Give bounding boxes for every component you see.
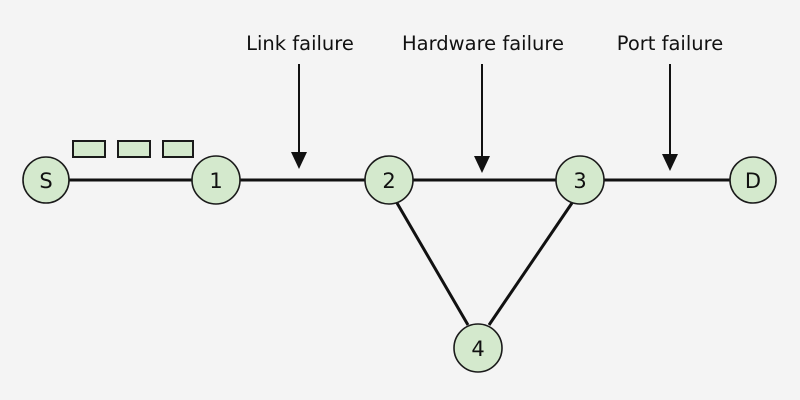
node-circle: [729, 156, 777, 204]
node-3[interactable]: 3: [555, 155, 605, 205]
node-circle: [22, 156, 70, 204]
annotation-link-failure: Link failure: [246, 32, 354, 169]
node-circle: [364, 155, 414, 205]
node-D[interactable]: D: [729, 156, 777, 204]
node-S[interactable]: S: [22, 156, 70, 204]
edge-3-4: [487, 202, 574, 326]
node-circle: [453, 323, 503, 373]
annotation-label: Hardware failure: [402, 32, 564, 55]
annotation-label: Port failure: [617, 32, 723, 55]
annotation-label: Link failure: [246, 32, 354, 55]
arrow-head-icon: [662, 154, 678, 171]
packet-rect: [117, 140, 151, 158]
node-label: S: [39, 169, 52, 193]
node-1[interactable]: 1: [191, 155, 241, 205]
arrow-head-icon: [291, 152, 307, 169]
packet-rect: [72, 140, 106, 158]
edge-group: [69, 178, 730, 326]
node-label: 2: [382, 169, 395, 193]
node-circle: [191, 155, 241, 205]
node-circle: [555, 155, 605, 205]
edge-2-4: [395, 202, 470, 326]
packet-group: [72, 140, 194, 158]
arrow-head-icon: [474, 156, 490, 173]
annotation-group: Link failure Hardware failure Port failu…: [246, 32, 723, 173]
node-2[interactable]: 2: [364, 155, 414, 205]
node-label: D: [745, 169, 761, 193]
annotation-port-failure: Port failure: [617, 32, 723, 171]
node-label: 3: [573, 169, 586, 193]
annotation-hardware-failure: Hardware failure: [402, 32, 564, 173]
node-label: 1: [209, 169, 222, 193]
node-group: S 1 2 3 4 D: [22, 155, 777, 373]
node-4[interactable]: 4: [453, 323, 503, 373]
packet-rect: [162, 140, 194, 158]
node-label: 4: [471, 337, 484, 361]
